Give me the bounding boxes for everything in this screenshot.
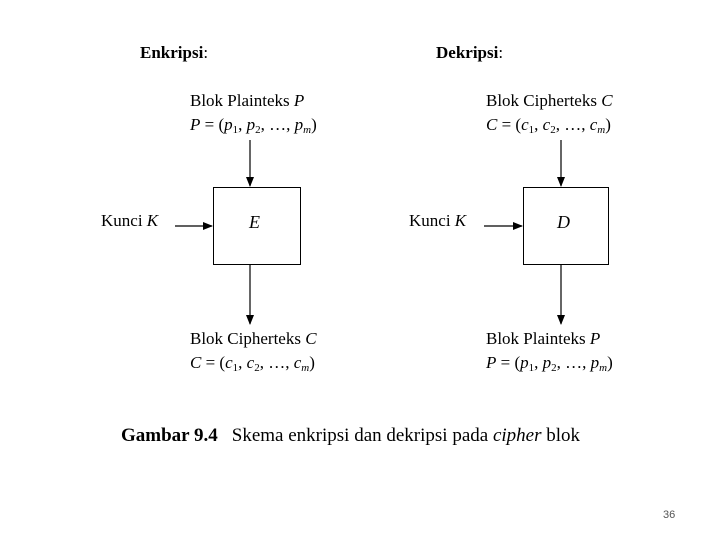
formula-subscript: 1 bbox=[528, 362, 535, 374]
formula-element: p bbox=[246, 115, 256, 134]
formula-element: c bbox=[542, 115, 551, 134]
formula-variable: C bbox=[190, 353, 202, 372]
figure-caption: Gambar 9.4 Skema enkripsi dan dekripsi pa… bbox=[121, 426, 580, 445]
dec-input-formula: C = (c1, c2, …, cm) bbox=[486, 115, 611, 136]
encryption-heading: Enkripsi: bbox=[140, 43, 209, 62]
formula-element: c bbox=[225, 353, 233, 372]
page-number: 36 bbox=[663, 509, 676, 521]
formula-subscript: 2 bbox=[551, 362, 557, 374]
formula-element: c bbox=[246, 353, 255, 372]
formula-element: p bbox=[224, 115, 233, 134]
formula-subscript: 2 bbox=[254, 362, 260, 374]
caption-number: Gambar 9.4 bbox=[121, 425, 218, 446]
formula-element: c bbox=[589, 115, 598, 134]
dec-input-line1: Blok Cipherteks C bbox=[486, 91, 613, 110]
formula-subscript: m bbox=[599, 362, 608, 374]
formula-subscript: 1 bbox=[528, 124, 535, 136]
formula-element: c bbox=[521, 115, 529, 134]
enc-input-formula: P = (p1, p2, …, pm) bbox=[190, 115, 317, 136]
formula-subscript: m bbox=[303, 124, 312, 136]
decryption-heading: Dekripsi: bbox=[436, 43, 504, 62]
dec-output-formula: P = (p1, p2, …, pm) bbox=[486, 353, 613, 374]
enc-input-line1: Blok Plainteks P bbox=[190, 91, 305, 110]
formula-variable: C bbox=[486, 115, 498, 134]
formula-subscript: 2 bbox=[255, 124, 261, 136]
dec-key-label: Kunci K bbox=[409, 211, 467, 230]
formula-subscript: 1 bbox=[232, 124, 239, 136]
formula-variable: P bbox=[190, 115, 201, 134]
formula-subscript: m bbox=[597, 124, 606, 136]
formula-element: p bbox=[590, 353, 600, 372]
caption-italic: cipher bbox=[492, 425, 542, 446]
formula-subscript: m bbox=[301, 362, 310, 374]
encryption-box: E bbox=[213, 187, 301, 265]
formula-element: c bbox=[293, 353, 302, 372]
decryption-function-label: D bbox=[557, 212, 570, 232]
decryption-box: D bbox=[523, 187, 609, 265]
encryption-function-label: E bbox=[249, 212, 260, 232]
formula-element: p bbox=[542, 353, 552, 372]
formula-subscript: 2 bbox=[550, 124, 556, 136]
enc-output-formula: C = (c1, c2, …, cm) bbox=[190, 353, 315, 374]
caption-text-end: blok bbox=[541, 425, 581, 446]
formula-element: p bbox=[520, 353, 529, 372]
dec-output-line1: Blok Plainteks P bbox=[486, 329, 601, 348]
formula-variable: P bbox=[486, 353, 497, 372]
enc-key-label: Kunci K bbox=[101, 211, 159, 230]
caption-text: Skema enkripsi dan dekripsi pada bbox=[231, 425, 493, 446]
formula-element: p bbox=[294, 115, 304, 134]
enc-output-line1: Blok Cipherteks C bbox=[190, 329, 317, 348]
formula-subscript: 1 bbox=[232, 362, 239, 374]
